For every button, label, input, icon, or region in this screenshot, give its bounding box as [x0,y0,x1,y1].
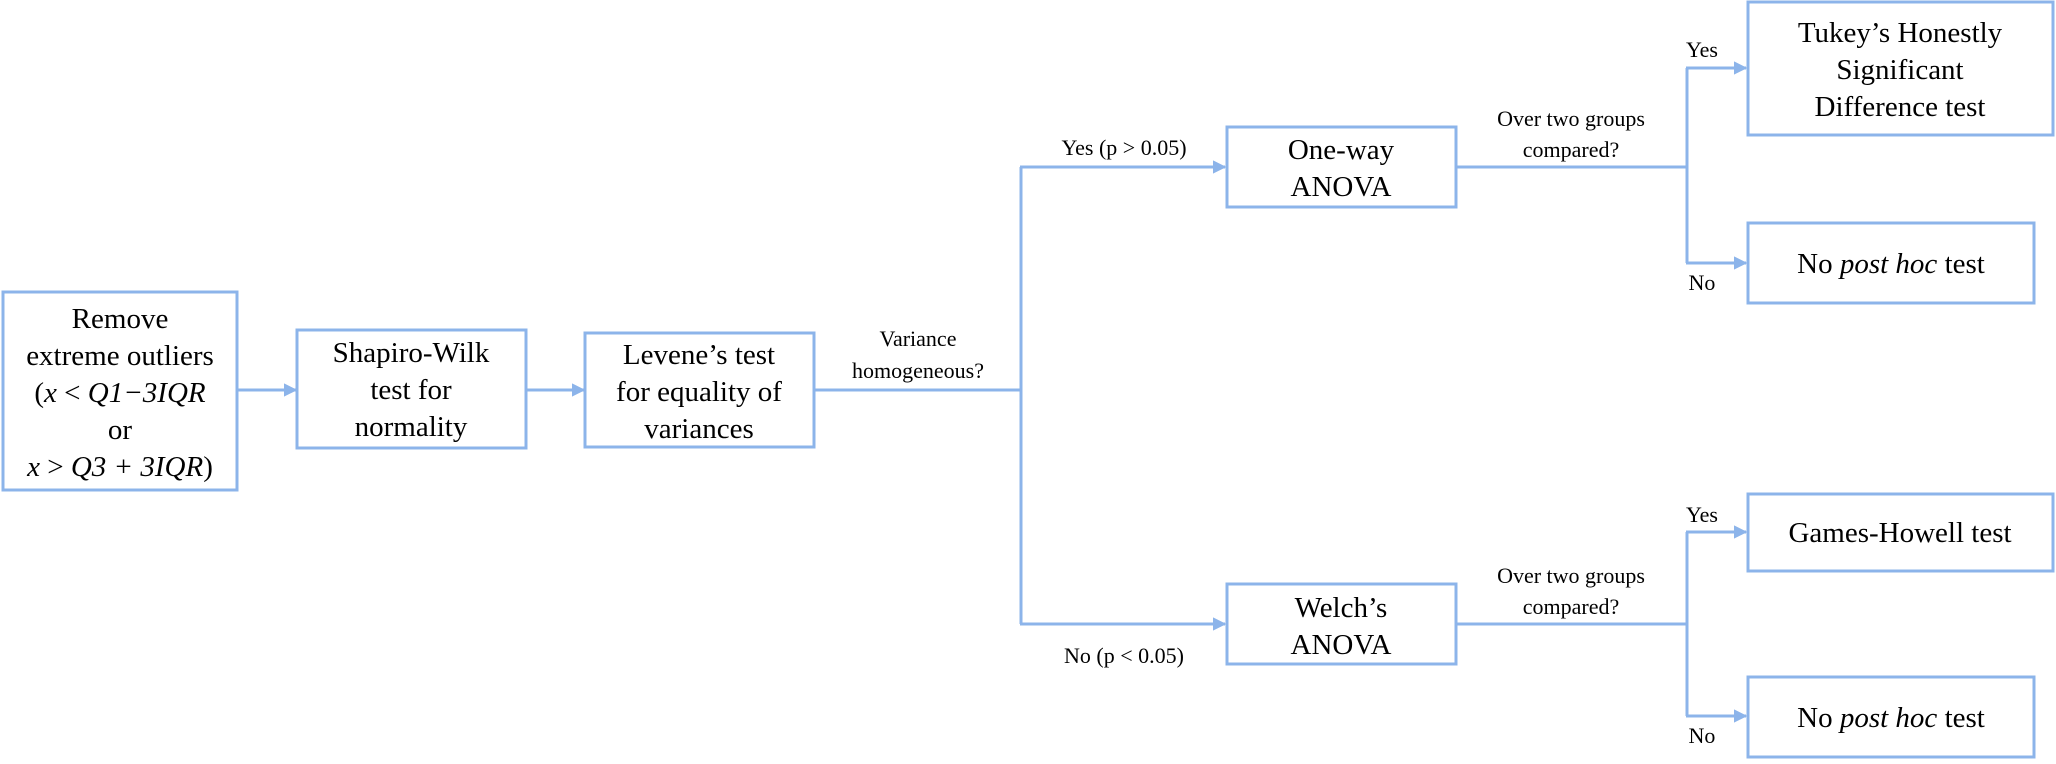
edge-label-upper-yes: Yes [1686,37,1718,62]
node-text: ANOVA [1291,171,1392,203]
node-box [1746,0,2055,137]
decision-text: Over two groups [1497,106,1645,131]
decision-variance-homogeneous: Variance homogeneous? [852,326,984,383]
node-text: Tukey’s Honestly [1798,17,2003,49]
node-box [1225,125,1458,209]
node-text: No post hoc test [1797,248,1985,280]
decision-over-two-groups-upper: Over two groups compared? [1497,106,1645,162]
node-text: normality [355,411,468,443]
decision-text: compared? [1523,137,1620,162]
node-box [1746,492,2055,573]
node-box [583,331,816,449]
node-text: variances [644,413,754,445]
node-no-post-hoc-upper: No post hoc test [1746,221,2036,305]
connectors [238,61,1748,723]
decision-text: homogeneous? [852,358,984,383]
node-text: No post hoc test [1797,702,1985,734]
edge-label-lower-no: No [1689,723,1716,748]
node-text: One-way [1288,134,1395,166]
edge-label-variance-yes: Yes (p > 0.05) [1061,135,1186,160]
decision-text: compared? [1523,594,1620,619]
node-no-post-hoc-lower: No post hoc test [1746,675,2036,759]
node-welch-anova: Welch’s ANOVA [1225,582,1458,666]
node-text: Remove [72,303,169,335]
decision-text: Variance [880,326,957,351]
node-text: for equality of [616,376,782,408]
node-formula-upper-bound: x > Q3 + 3IQR) [26,451,213,483]
node-text: Levene’s test [623,339,775,371]
node-box [1,290,239,492]
node-text: Games-Howell test [1788,517,2011,549]
edge-label-lower-yes: Yes [1686,502,1718,527]
node-text: or [108,414,133,446]
edge-label-upper-no: No [1689,270,1716,295]
node-box [1225,582,1458,666]
node-levene: Levene’s test for equality of variances [583,331,816,449]
node-text: Welch’s [1295,592,1388,624]
node-formula-lower-bound: (x < Q1−3IQR [34,377,206,409]
node-text: Shapiro-Wilk [333,337,490,369]
node-text: Difference test [1815,91,1986,123]
edge-label-variance-no: No (p < 0.05) [1064,643,1184,668]
decision-text: Over two groups [1497,563,1645,588]
node-text: ANOVA [1291,629,1392,661]
node-one-way-anova: One-way ANOVA [1225,125,1458,209]
node-text: Significant [1836,54,1963,86]
node-box [1746,675,2036,759]
node-tukey-hsd: Tukey’s Honestly Significant Difference … [1746,0,2055,137]
decision-over-two-groups-lower: Over two groups compared? [1497,563,1645,619]
node-box [1746,221,2036,305]
node-text: extreme outliers [26,340,214,372]
node-remove-outliers: Remove extreme outliers (x < Q1−3IQR or … [1,290,239,492]
node-box [295,328,528,450]
node-games-howell: Games-Howell test [1746,492,2055,573]
node-shapiro-wilk: Shapiro-Wilk test for normality [295,328,528,450]
node-text: test for [370,374,452,406]
